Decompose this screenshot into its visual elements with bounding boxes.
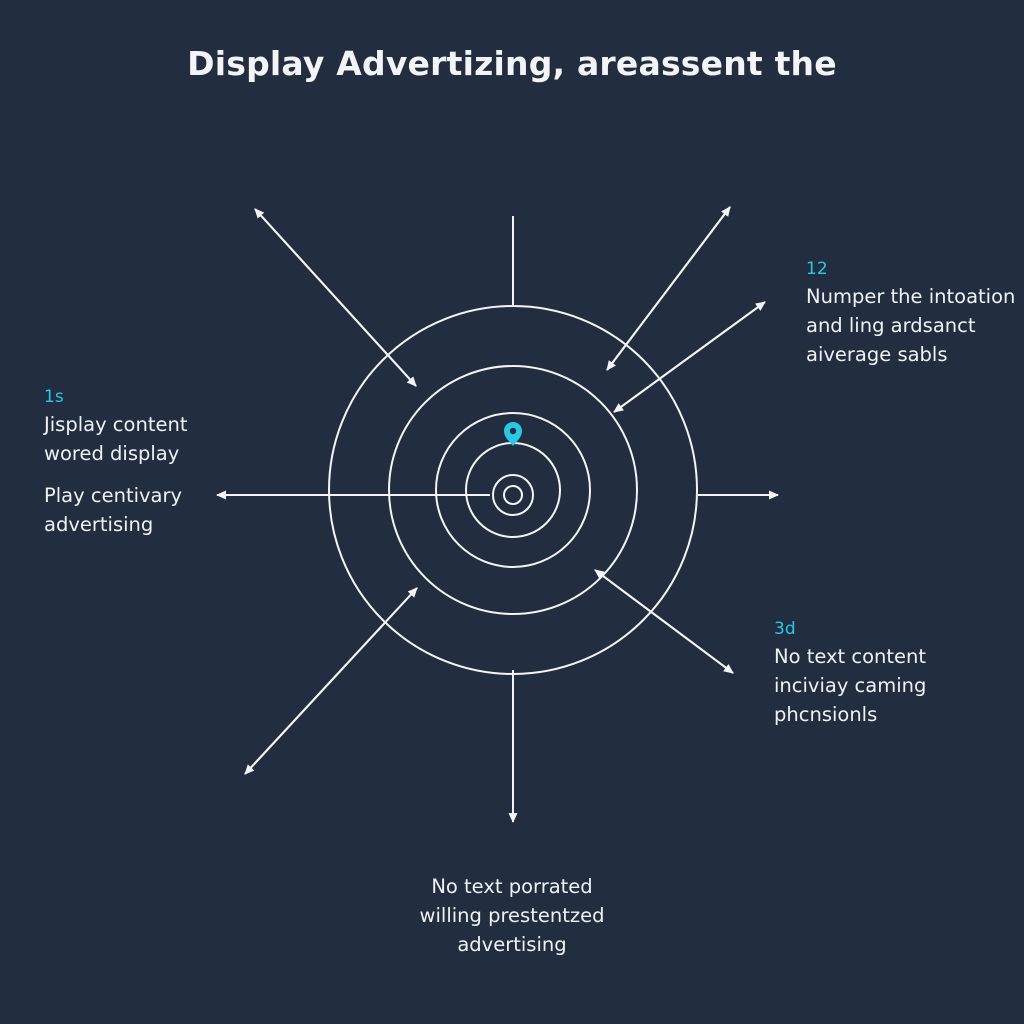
fifth-ring bbox=[492, 474, 534, 516]
bottom-right-annotation-line: No text content bbox=[774, 645, 927, 668]
bottom-annotation-line: willing prestentzed bbox=[419, 904, 605, 927]
bottom-right-annotation-line: phcnsionls bbox=[774, 703, 878, 726]
left-annotation-line: wored display bbox=[44, 442, 180, 465]
third-ring bbox=[435, 412, 591, 568]
top-right-annotation-line: and ling ardsanct bbox=[806, 314, 976, 337]
second-ring bbox=[388, 365, 638, 615]
bottom-right-annotation-number: 3d bbox=[774, 619, 796, 639]
bottom-annotation: No text porrated willing prestentzed adv… bbox=[0, 872, 1024, 959]
fourth-ring bbox=[465, 442, 561, 538]
top-right-annotation-number: 12 bbox=[806, 259, 828, 279]
center-ring bbox=[503, 485, 523, 505]
top-right-annotation-line: aiverage sabls bbox=[806, 343, 948, 366]
map-pin-icon bbox=[504, 422, 522, 446]
left-annotation-line: Play centivary bbox=[44, 484, 183, 507]
bottom-right-annotation: 3d No text content inciviay caming phcns… bbox=[774, 616, 926, 729]
top-right-annotation: 12 Numper the intoation and ling ardsanc… bbox=[806, 256, 1015, 369]
bottom-right-annotation-line: inciviay caming bbox=[774, 674, 927, 697]
arrow-bottom-left-inward bbox=[244, 587, 418, 775]
outer-ring bbox=[328, 305, 698, 675]
arrow-top-right-outer-inward bbox=[606, 206, 731, 371]
arrow-top-right-inner-inward bbox=[613, 301, 766, 413]
left-annotation-number: 1s bbox=[44, 387, 64, 407]
left-annotation-line: advertising bbox=[44, 513, 154, 536]
diagram-title: Display Advertizing, areassent the bbox=[187, 44, 837, 83]
left-annotation: 1s Jisplay content wored display Play ce… bbox=[44, 384, 187, 539]
bottom-annotation-line: advertising bbox=[457, 933, 567, 956]
arrow-bottom-right-inward bbox=[594, 569, 734, 674]
top-right-annotation-line: Numper the intoation bbox=[806, 285, 1016, 308]
bottom-annotation-line: No text porrated bbox=[431, 875, 593, 898]
left-annotation-line: Jisplay content bbox=[44, 413, 188, 436]
arrow-top-left-outward bbox=[254, 208, 417, 387]
